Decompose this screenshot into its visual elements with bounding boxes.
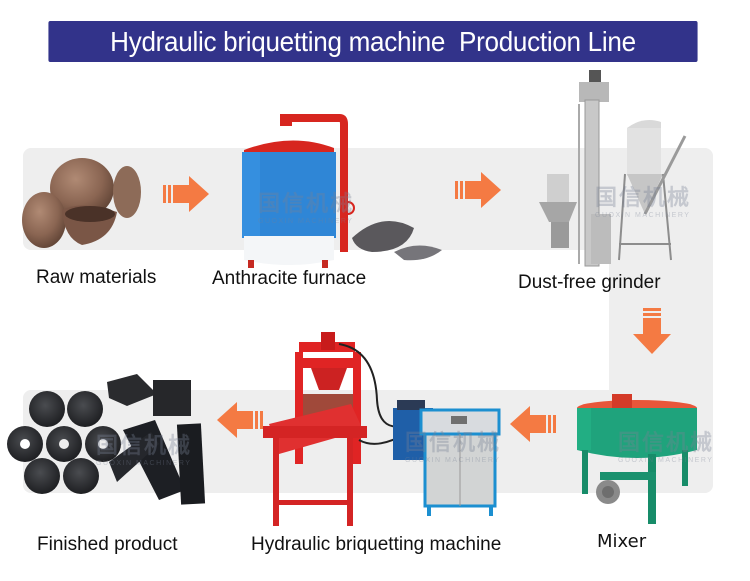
coconut-shell-image [22,150,142,250]
step-label-dust-free-grinder: Dust-free grinder [518,272,661,293]
arrow-left-icon [508,404,556,449]
grinder-image [535,64,695,269]
charcoal-briquettes-image [5,372,210,518]
step-label-anthracite-furnace: Anthracite furnace [212,268,367,289]
carbonization-furnace-image [232,110,452,270]
arrow-left-icon [215,400,263,445]
arrow-down-icon [632,308,672,361]
page-title: Hydraulic briquetting machine Production… [48,21,698,62]
step-label-hydraulic-briquetting-machine: Hydraulic briquetting machine [251,534,502,555]
briquetting-machine-image [255,330,505,530]
mixer-image [570,394,720,524]
step-label-mixer: Mixer [597,531,647,552]
arrow-right-icon [455,170,503,215]
step-label-raw-materials: Raw materials [36,267,157,288]
arrow-right-icon [163,174,211,219]
step-label-finished-product: Finished product [37,534,178,555]
